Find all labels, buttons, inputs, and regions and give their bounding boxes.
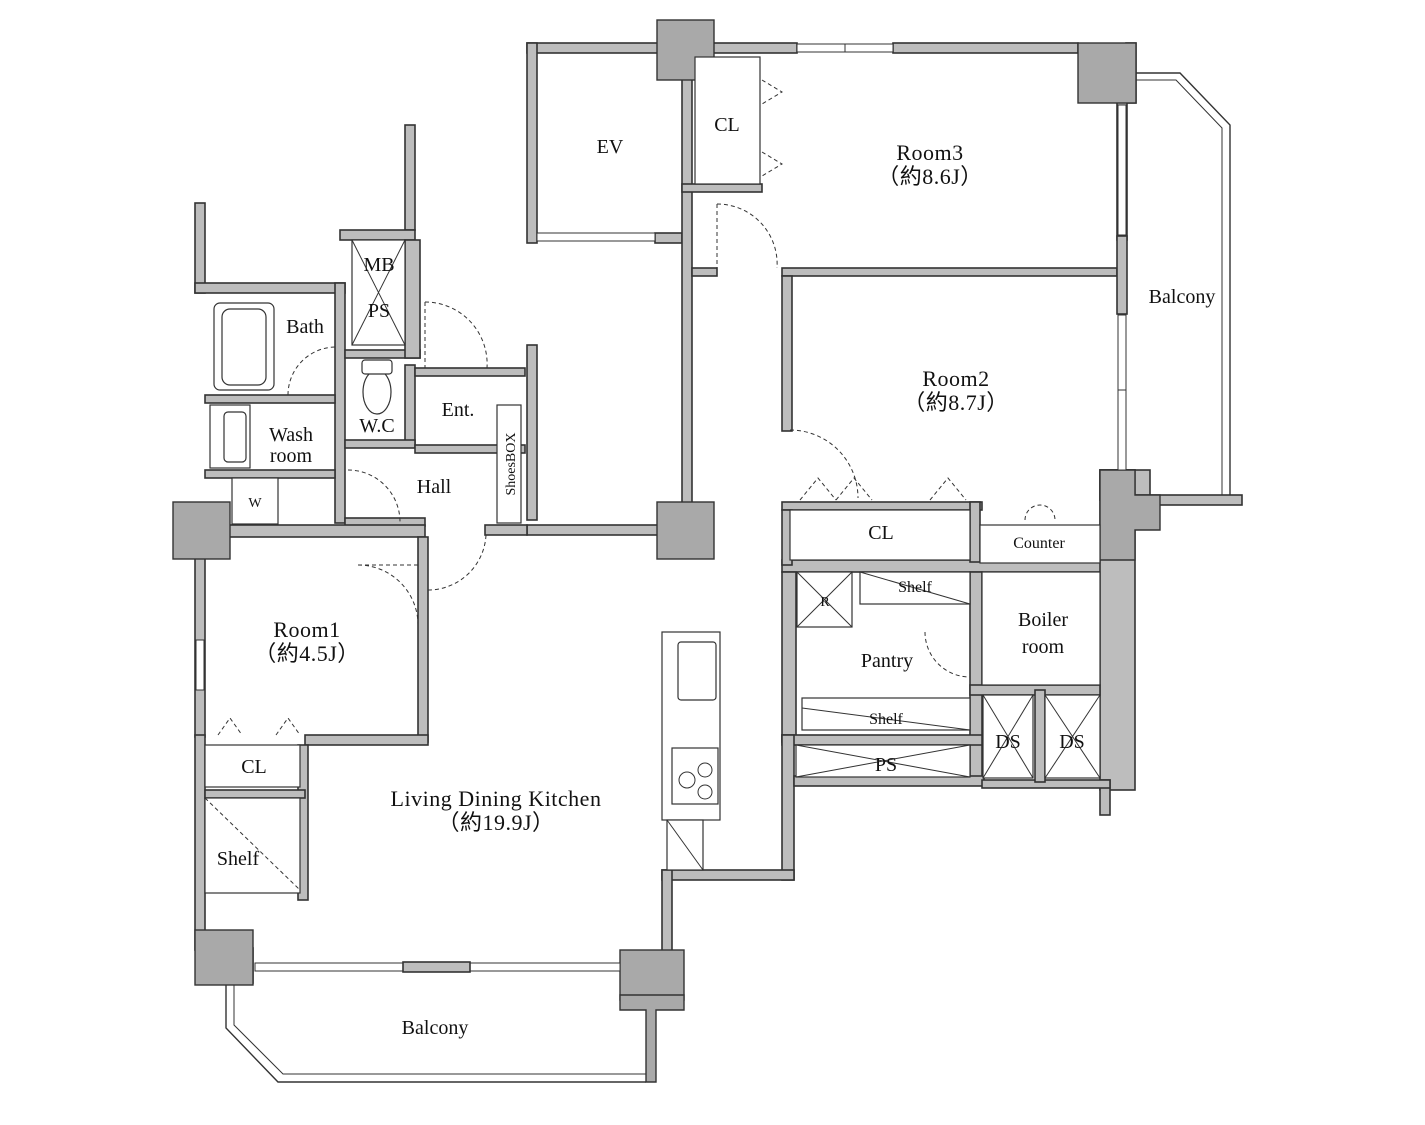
label-shelf-pantry-top: Shelf <box>898 579 932 596</box>
label-pantry: Pantry <box>861 650 913 672</box>
label-room3: Room3 <box>896 140 963 165</box>
label-ds-1: DS <box>995 731 1021 753</box>
label-hall: Hall <box>417 476 452 498</box>
label-wc: W.C <box>359 415 394 437</box>
label-ps-top: PS <box>368 300 390 322</box>
label-room3-size: （約8.6J） <box>877 164 983 189</box>
label-counter: Counter <box>1013 535 1065 552</box>
label-shelf-pantry-bottom: Shelf <box>869 711 903 728</box>
label-ev: EV <box>597 136 624 158</box>
door-swings <box>217 79 1056 736</box>
label-shelf-left: Shelf <box>217 848 260 870</box>
label-ent: Ent. <box>442 399 475 421</box>
room-labels: EV CL Room3 （約8.6J） MB PS Bath W.C Ent. … <box>217 114 1215 1039</box>
label-boiler-1: Boiler <box>1018 609 1068 631</box>
label-bath: Bath <box>286 316 324 338</box>
label-mb: MB <box>363 254 394 276</box>
label-ldk-size: （約19.9J） <box>437 810 554 835</box>
label-wash-2: room <box>270 445 313 467</box>
balconies <box>225 72 1231 1083</box>
label-room2: Room2 <box>922 366 989 391</box>
label-ps-bottom: PS <box>875 754 897 776</box>
label-room1-size: （約4.5J） <box>254 641 360 666</box>
label-room1: Room1 <box>273 617 340 642</box>
label-room2-size: （約8.7J） <box>903 390 1009 415</box>
label-ds-2: DS <box>1059 731 1085 753</box>
label-boiler-2: room <box>1022 636 1065 658</box>
label-w: W <box>248 496 262 511</box>
windows <box>195 43 1127 973</box>
label-cl-top: CL <box>714 114 740 136</box>
label-balcony-bottom: Balcony <box>402 1017 469 1039</box>
label-balcony-right: Balcony <box>1149 286 1216 308</box>
label-shoes-box: ShoesBOX <box>504 432 519 495</box>
fixtures <box>204 56 1101 894</box>
label-wash-1: Wash <box>269 424 313 446</box>
label-ldk: Living Dining Kitchen <box>391 786 602 811</box>
label-r: R <box>820 595 830 610</box>
label-cl-room2: CL <box>868 522 894 544</box>
label-cl-room1: CL <box>241 756 267 778</box>
